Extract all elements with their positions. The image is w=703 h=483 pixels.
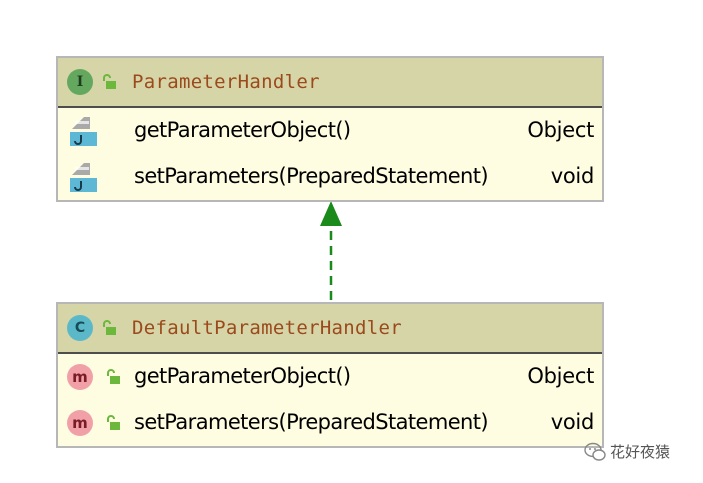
class-icon: C (67, 315, 93, 341)
member-row[interactable]: getParameterObject() Object (58, 108, 602, 154)
interface-parameterhandler[interactable]: I ParameterHandler getParameterObject() … (56, 56, 604, 202)
arrow-head (320, 201, 342, 226)
member-return-type: Object (527, 364, 594, 388)
class-header: C DefaultParameterHandler (58, 304, 602, 354)
class-name: DefaultParameterHandler (132, 317, 402, 339)
member-row[interactable]: m getParameterObject() Object (58, 354, 602, 400)
method-icon: m (67, 410, 93, 436)
member-name: setParameters(PreparedStatement) (134, 410, 489, 434)
watermark-text: 花好夜猿 (610, 443, 671, 461)
public-lock-icon (107, 369, 120, 384)
interface-name: ParameterHandler (132, 71, 320, 93)
public-lock-icon (103, 320, 116, 335)
watermark: 花好夜猿 (584, 441, 670, 462)
class-defaultparameterhandler[interactable]: C DefaultParameterHandler m getParameter… (56, 302, 604, 448)
interface-header: I ParameterHandler (58, 58, 602, 108)
interface-icon: I (67, 69, 93, 95)
public-lock-icon (103, 74, 116, 89)
java-abstract-method-icon (70, 163, 97, 192)
member-row[interactable]: setParameters(PreparedStatement) void (58, 154, 602, 200)
method-icon: m (67, 364, 93, 390)
public-lock-icon (107, 415, 120, 430)
member-name: getParameterObject() (134, 118, 351, 142)
member-name: getParameterObject() (134, 364, 351, 388)
member-return-type: Object (527, 118, 594, 142)
member-row[interactable]: m setParameters(PreparedStatement) void (58, 400, 602, 446)
wechat-icon (584, 442, 606, 461)
member-name: setParameters(PreparedStatement) (134, 164, 489, 188)
member-return-type: void (550, 164, 595, 188)
member-return-type: void (550, 410, 595, 434)
java-abstract-method-icon (70, 117, 97, 146)
